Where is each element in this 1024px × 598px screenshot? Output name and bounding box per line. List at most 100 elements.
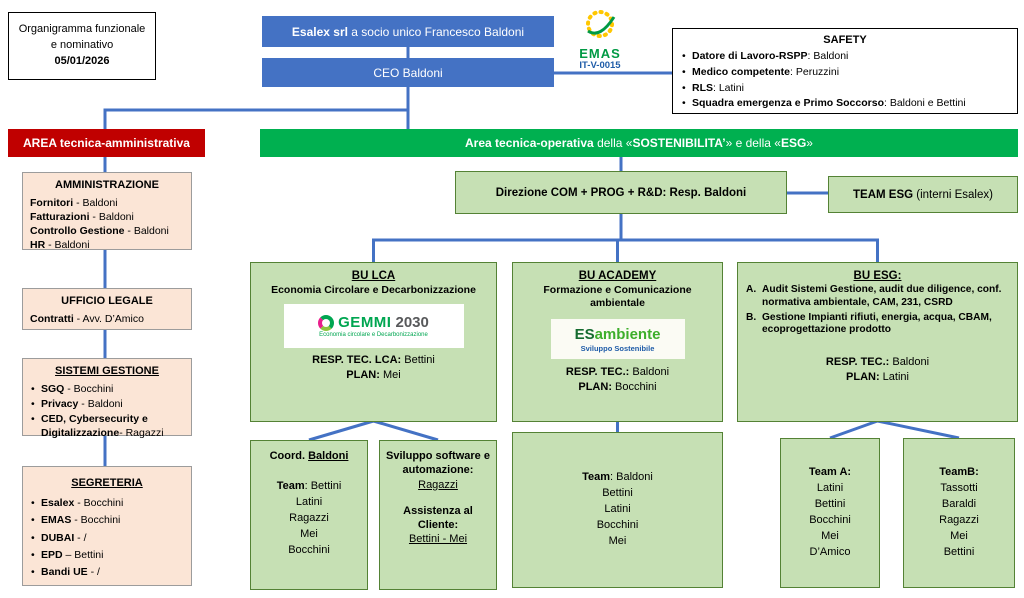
sistemi-item: SGQ - Bocchini: [30, 382, 184, 396]
team-a-label: Team A:: [808, 466, 852, 479]
chart-title-line1: Organigramma funzionale: [18, 23, 146, 35]
item-assignee: - Baldoni: [89, 211, 134, 224]
company-suffix: a socio unico Francesco Baldoni: [347, 24, 525, 39]
team-esg-box: TEAM ESG (interni Esalex): [828, 176, 1018, 213]
assistenza-head: Assistenza al Cliente:: [403, 504, 473, 532]
item-assignee: - Bocchini: [64, 382, 114, 395]
item-marker: B.: [746, 311, 757, 323]
legale-item: Contratti - Avv. D’Amico: [30, 312, 184, 326]
team-member: Ragazzi: [289, 511, 329, 524]
item-role: RLS: [692, 81, 713, 94]
amministrazione-title: AMMINISTRAZIONE: [55, 179, 159, 191]
item-assignee: - Ragazzi: [119, 427, 164, 440]
team-member: Bocchini: [809, 514, 851, 526]
team-member: Baraldi: [941, 498, 977, 511]
item-role: Contratti: [30, 312, 74, 325]
admin-area-header: AREA tecnica-amministrativa: [8, 129, 205, 157]
emas-name: EMAS: [579, 46, 621, 61]
esambiente-logo: ESambiente Sviluppo Sostenibile: [550, 319, 685, 360]
direzione-box: Direzione COM + PROG + R&D: Resp. Baldon…: [455, 171, 787, 214]
team-member: Mei: [950, 529, 968, 542]
item-marker: A.: [746, 284, 757, 295]
segreteria-item: EPD – Bettini: [30, 547, 184, 564]
safety-title: SAFETY: [823, 34, 867, 46]
item-role: Datore di Lavoro-RSPP: [692, 50, 808, 63]
item-assignee: : Baldoni e Bettini: [883, 97, 966, 110]
team-member: Mei: [821, 529, 839, 542]
item-role: EPD: [41, 548, 63, 561]
bu-esg-resp: RESP. TEC.: Baldoni: [825, 356, 930, 368]
emas-logo: EMAS IT-V-0015: [566, 8, 634, 71]
item-role: Privacy: [41, 398, 79, 411]
team-b-label: TeamB:: [939, 466, 979, 479]
operative-area-header: Area tecnica-operativa della «SOSTENIBIL…: [260, 129, 1018, 157]
item-role: Squadra emergenza e Primo Soccorso: [692, 97, 884, 110]
admin-item: Controllo Gestione - Baldoni: [30, 224, 184, 238]
coord-box: Coord. Baldoni Team: Bettini Latini Raga…: [250, 440, 368, 590]
item-assignee: - Bocchini: [71, 514, 121, 527]
team-esg-suffix: (interni Esalex): [913, 188, 993, 201]
item-role: SGQ: [41, 382, 65, 395]
item-assignee: - Baldoni: [124, 225, 169, 238]
academy-team-line: Team: Baldoni: [582, 471, 653, 484]
item-role: EMAS: [41, 514, 72, 527]
bu-lca-title: BU LCA: [351, 270, 396, 282]
item-assignee: - /: [87, 566, 100, 579]
bu-lca-resp: RESP. TEC. LCA: Bettini: [312, 354, 435, 367]
team-member: Bettini: [943, 545, 975, 558]
safety-item: Medico competente: Peruzzini: [681, 65, 1009, 80]
emas-stars-icon: [586, 10, 616, 38]
safety-item: Datore di Lavoro-RSPP: Baldoni: [681, 49, 1009, 64]
academy-team-box: Team: Baldoni Bettini Latini Bocchini Me…: [512, 432, 723, 588]
team-member: Latini: [604, 503, 631, 516]
sviluppo-head: Sviluppo software e automazione:: [386, 450, 490, 477]
item-assignee: : Peruzzini: [790, 66, 840, 79]
ufficio-legale-box: UFFICIO LEGALE Contratti - Avv. D’Amico: [22, 288, 192, 330]
team-member: Bocchini: [596, 518, 639, 531]
sviluppo-box: Sviluppo software e automazione: Ragazzi…: [379, 440, 497, 590]
team-member: Latini: [295, 495, 323, 508]
item-text: Audit Sistemi Gestione, audit due dilige…: [762, 284, 1002, 308]
bu-academy-plan: PLAN: Bocchini: [578, 381, 657, 394]
bu-esg-title: BU ESG:: [853, 270, 902, 282]
esambiente-logo-ambiente: ambiente: [594, 325, 661, 343]
admin-item: HR - Baldoni: [30, 238, 184, 252]
bu-esg-box: BU ESG: A. Audit Sistemi Gestione, audit …: [737, 262, 1018, 422]
bu-academy-title: BU ACADEMY: [578, 270, 657, 282]
team-a-box: Team A: Latini Bettini Bocchini Mei D’Am…: [780, 438, 880, 588]
bu-lca-box: BU LCA Economia Circolare e Decarbonizza…: [250, 262, 497, 422]
team-member: Ragazzi: [939, 514, 979, 526]
team-member: Mei: [300, 527, 318, 540]
segreteria-item: Bandi UE - /: [30, 564, 184, 581]
operative-area-label: Area tecnica-operativa della «SOSTENIBIL…: [465, 136, 813, 150]
item-assignee: - Avv. D’Amico: [73, 312, 144, 325]
sistemi-item: CED, Cybersecurity e Digitalizzazione- R…: [30, 412, 184, 440]
admin-item: Fornitori - Baldoni: [30, 196, 184, 210]
bu-esg-plan: PLAN: Latini: [846, 371, 909, 383]
item-assignee: - /: [74, 531, 87, 544]
team-b-box: TeamB: Tassotti Baraldi Ragazzi Mei Bett…: [903, 438, 1015, 588]
sistemi-gestione-box: SISTEMI GESTIONE SGQ - Bocchini Privacy …: [22, 358, 192, 439]
chart-date: 05/01/2026: [54, 54, 110, 67]
team-member: Tassotti: [940, 482, 978, 495]
item-assignee: - Baldoni: [78, 398, 123, 411]
gemmi-logo-tagline: Economia circolare e Decarbonizzazione: [319, 332, 428, 339]
assistenza-assignees: Bettini - Mei: [408, 533, 468, 546]
admin-area-label: AREA tecnica-amministrativa: [23, 136, 190, 150]
segreteria-title: SEGRETERIA: [71, 477, 143, 489]
item-role: Controllo Gestione: [30, 225, 125, 238]
admin-item: Fatturazioni - Baldoni: [30, 210, 184, 224]
ceo-box: CEO Baldoni: [262, 58, 554, 87]
esambiente-logo-es: ES: [574, 325, 595, 343]
team-member: D’Amico: [809, 545, 851, 558]
ufficio-legale-title: UFFICIO LEGALE: [61, 295, 153, 307]
item-assignee: - Baldoni: [73, 196, 118, 209]
chart-title-box: Organigramma funzionale e nominativo 05/…: [8, 12, 156, 80]
item-text: Gestione Impianti rifiuti, energia, acqu…: [762, 311, 992, 336]
gemmi-logo-name: GEMMI: [338, 314, 392, 332]
safety-item: Squadra emergenza e Primo Soccorso: Bald…: [681, 96, 1009, 111]
bu-lca-plan: PLAN: Mei: [346, 369, 401, 382]
item-role: CED, Cybersecurity e Digitalizzazione: [41, 413, 148, 440]
item-role: Fatturazioni: [30, 211, 90, 224]
